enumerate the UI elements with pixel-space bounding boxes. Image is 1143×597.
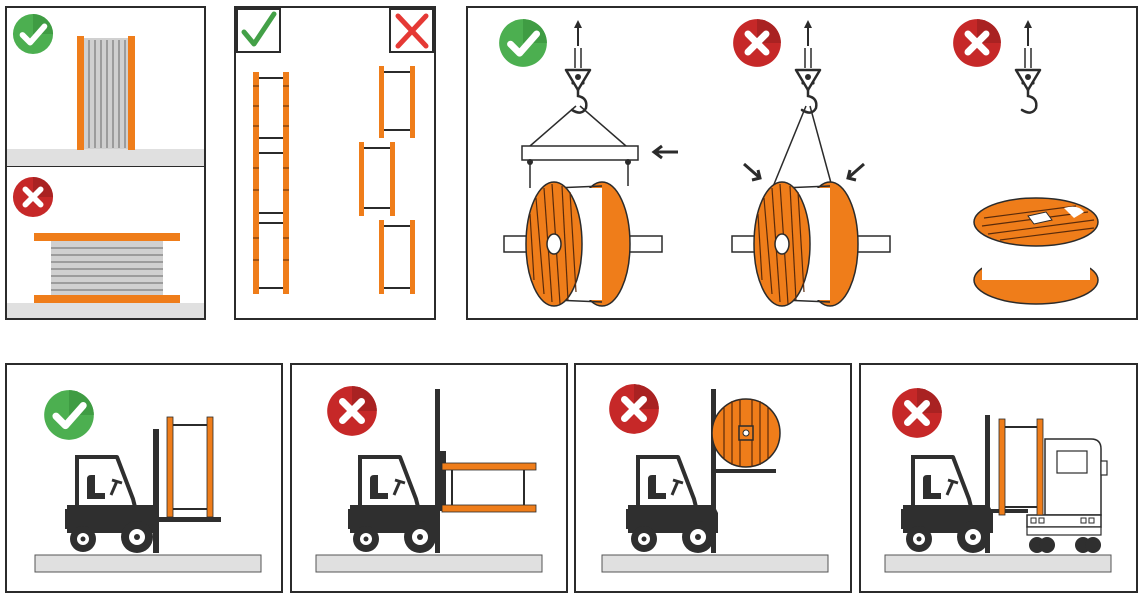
forklift-flat-illustration <box>315 365 543 573</box>
forklift-mast <box>985 415 1028 553</box>
flat-reel <box>441 462 537 513</box>
panel-forklift-flat-reel <box>290 363 568 593</box>
forklift-upright-illustration <box>34 365 262 573</box>
cross-icon <box>327 386 377 436</box>
panel-crane-lifting <box>466 6 1138 320</box>
cross-icon <box>953 19 1001 67</box>
correct-reel-stack <box>253 72 289 294</box>
panel-storage-orientation <box>5 6 206 320</box>
cross-icon <box>733 19 781 67</box>
panel-stacking <box>234 6 436 320</box>
cross-icon <box>609 384 659 434</box>
forklift-mast <box>153 429 221 553</box>
forklift <box>348 457 440 553</box>
upright-reel <box>77 36 135 150</box>
round-reel <box>711 398 781 468</box>
forklift <box>65 457 157 553</box>
forklift-fork-tip-illustration <box>601 365 829 573</box>
forklift <box>626 457 718 553</box>
ground <box>7 149 204 166</box>
ground <box>884 554 1112 573</box>
cross-icon <box>13 177 53 217</box>
spreader-bar-lift <box>521 18 678 188</box>
checkmark-icon <box>236 8 281 53</box>
checkmark-icon <box>499 19 547 67</box>
crane-lifting-illustration <box>468 8 1099 307</box>
checkmark-icon <box>13 14 53 54</box>
ground <box>34 554 262 573</box>
stacking-illustration <box>236 8 434 294</box>
forklift <box>901 457 993 553</box>
forklift-truck-illustration <box>884 365 1112 573</box>
incorrect-reel-stack <box>359 66 415 294</box>
upright-reel <box>998 418 1044 516</box>
cross-icon <box>389 8 434 53</box>
ground <box>315 554 543 573</box>
panel-forklift-upright-reel <box>5 363 283 593</box>
panel-forklift-reel-on-fork-tips <box>574 363 852 593</box>
upright-reel <box>166 416 214 518</box>
reel <box>503 181 663 307</box>
unused-hook <box>1014 18 1042 114</box>
truck <box>1026 438 1108 553</box>
flat-reel <box>34 233 180 303</box>
forklift-mast <box>435 389 446 553</box>
flat-reel <box>973 197 1099 305</box>
ground <box>601 554 829 573</box>
forklift-mast <box>711 389 776 553</box>
checkmark-icon <box>44 390 94 440</box>
sling-lift <box>743 18 865 195</box>
storage-orientation-illustration <box>7 8 204 318</box>
cross-icon <box>892 388 942 438</box>
ground <box>7 303 204 318</box>
reel <box>731 181 891 307</box>
panel-forklift-reel-against-truck <box>859 363 1138 593</box>
